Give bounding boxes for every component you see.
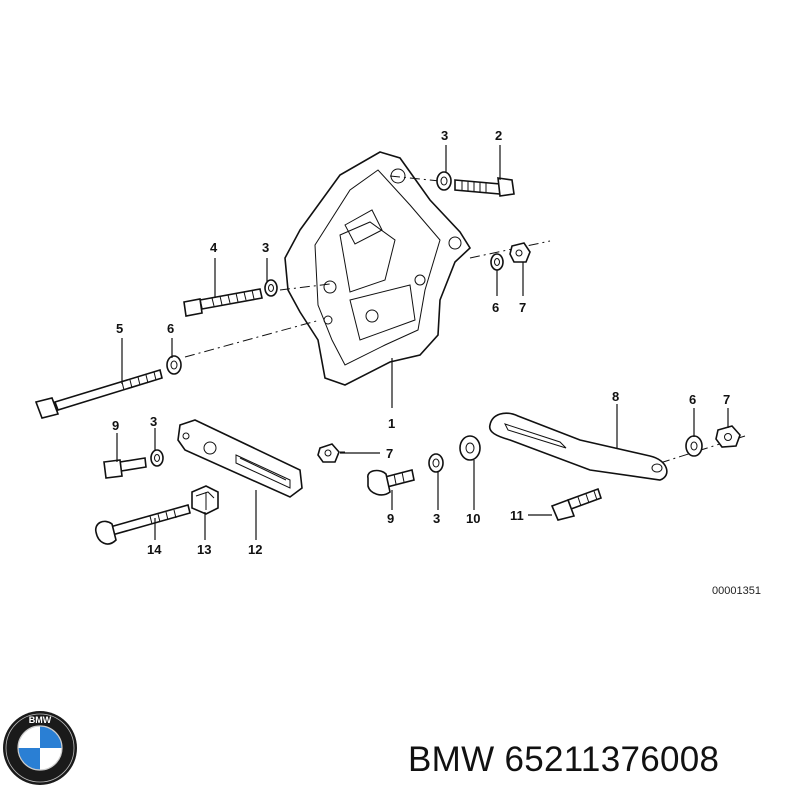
callout-9: 9 [112, 418, 119, 433]
callout-5: 5 [116, 321, 123, 336]
bolt-9-left [103, 457, 147, 479]
callout-6: 6 [689, 392, 696, 407]
callout-12: 12 [248, 542, 262, 557]
nut-13 [191, 485, 219, 515]
callout-3: 3 [262, 240, 269, 255]
nut-7-lower-left [317, 443, 340, 463]
callout-6: 6 [167, 321, 174, 336]
callout-8: 8 [612, 389, 619, 404]
bolt-5 [34, 368, 163, 419]
washer-6-left [166, 355, 182, 375]
bmw-roundel-icon: BMW [3, 711, 77, 785]
washer-10 [459, 435, 481, 461]
callout-4: 4 [210, 240, 218, 255]
washer-6-right [490, 253, 504, 271]
callout-3: 3 [150, 414, 157, 429]
callout-7: 7 [723, 392, 730, 407]
callout-1: 1 [388, 416, 395, 431]
slotted-plate-12 [177, 419, 303, 498]
callout-2: 2 [495, 128, 502, 143]
callout-9: 9 [387, 511, 394, 526]
bolt-11 [550, 487, 603, 521]
bolt-4 [183, 288, 263, 317]
washer-3-left [264, 279, 278, 297]
callout-labels: 3 2 1 4 3 6 7 5 6 9 3 7 8 6 7 9 3 10 11 … [112, 128, 730, 557]
callout-11: 11 [510, 508, 524, 523]
leader-lines [116, 145, 729, 540]
part-number-caption: BMW 65211376008 [408, 740, 720, 779]
main-bracket [284, 151, 472, 386]
callout-14: 14 [147, 542, 162, 557]
nut-7-right-lower [715, 425, 741, 448]
strap-8 [488, 412, 668, 481]
center-lines [184, 175, 746, 464]
logo-text: BMW [29, 715, 52, 725]
bolt-2 [454, 177, 515, 197]
callout-7: 7 [386, 446, 393, 461]
drawing-code: 00001351 [712, 585, 761, 597]
bolt-14 [94, 504, 191, 545]
callout-3: 3 [441, 128, 448, 143]
callout-3: 3 [433, 511, 440, 526]
washer-3-top [436, 171, 452, 191]
callout-13: 13 [197, 542, 211, 557]
washer-6-right-lower [685, 435, 703, 457]
nut-7-right [509, 242, 531, 263]
washer-3-lower-left [150, 449, 164, 467]
bolt-9-center [367, 469, 415, 496]
callout-6: 6 [492, 300, 499, 315]
washer-3-center [428, 453, 444, 473]
callout-10: 10 [466, 511, 480, 526]
callout-7: 7 [519, 300, 526, 315]
